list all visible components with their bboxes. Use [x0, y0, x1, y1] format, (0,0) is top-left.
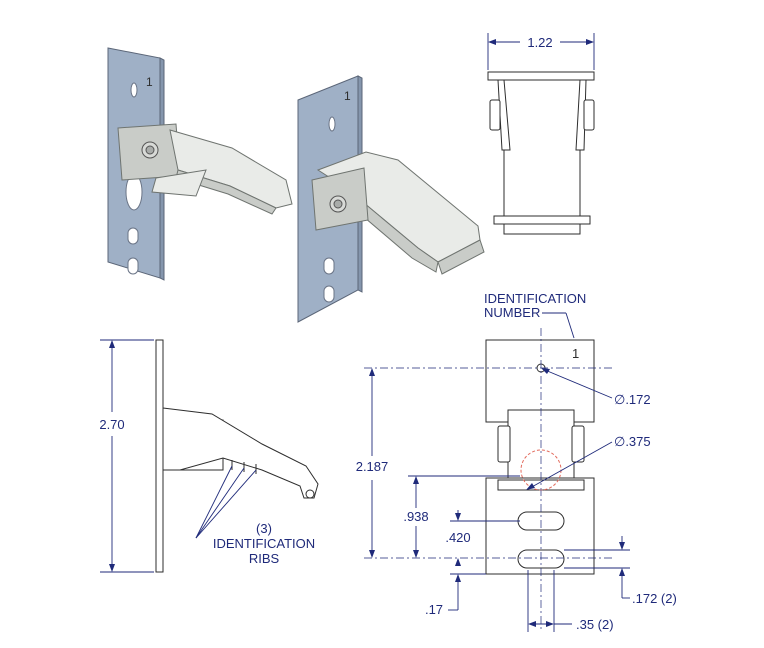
arrowhead	[369, 550, 375, 558]
id-number-label-1: IDENTIFICATION	[484, 291, 586, 306]
top-hinge-left	[497, 79, 511, 151]
top-body	[503, 79, 581, 217]
top-flange	[487, 71, 595, 81]
front-rivet-left	[497, 425, 511, 463]
side-plate	[155, 339, 164, 573]
front-view: IDENTIFICATION NUMBER 1 2.187 .938	[356, 291, 677, 632]
leader-line	[195, 469, 257, 539]
front-rivet-right	[571, 425, 585, 463]
arrowhead	[413, 550, 419, 558]
dim-overall-height: 2.70	[99, 417, 124, 432]
arrowhead	[455, 558, 461, 566]
front-part-mark: 1	[572, 346, 579, 361]
top-hinge-right	[575, 79, 587, 151]
arrowhead	[109, 340, 115, 348]
ribs-label-1: IDENTIFICATION	[213, 536, 315, 551]
arrowhead	[455, 574, 461, 582]
dim-small-hole: ∅.172	[614, 392, 651, 407]
arrowhead	[541, 368, 550, 374]
hinge-rivet-center	[145, 145, 155, 155]
hinge-rivet-center	[333, 199, 343, 209]
latch-arm-end	[437, 239, 485, 275]
latch-arm	[169, 129, 293, 209]
arrowhead	[586, 39, 594, 45]
plate-small-hole	[130, 82, 138, 98]
arrowhead	[488, 39, 496, 45]
dim-slot-height: .172 (2)	[632, 591, 677, 606]
side-arm-tip	[305, 489, 315, 499]
leader-line	[565, 312, 575, 339]
ribs-count: (3)	[256, 521, 272, 536]
arrowhead	[619, 542, 625, 550]
plate-slot-lower	[323, 285, 335, 303]
dim-slot-width: .35 (2)	[576, 617, 614, 632]
arrowhead	[109, 564, 115, 572]
leader-line	[544, 369, 613, 399]
arrowhead	[455, 513, 461, 521]
isometric-view-open: 1	[107, 47, 293, 281]
plate-slot-lower	[127, 257, 139, 275]
arrowhead	[369, 368, 375, 376]
side-view: 2.70 (3) IDENTIFICATION RIBS	[99, 339, 319, 573]
arrowhead	[528, 621, 536, 627]
arrowhead	[546, 621, 554, 627]
leader-line	[195, 467, 245, 539]
arrowhead	[619, 568, 625, 576]
id-number-label-2: NUMBER	[484, 305, 540, 320]
dim-top-width: 1.22	[527, 35, 552, 50]
iso-left-part-mark: 1	[146, 75, 153, 89]
top-roll-edge	[493, 215, 591, 225]
isometric-view-closed: 1	[297, 75, 485, 323]
dim-slot-offset: .938	[403, 509, 428, 524]
dim-hole-spacing: 2.187	[356, 459, 389, 474]
top-view: 1.22	[487, 33, 595, 235]
arrowhead	[526, 483, 535, 490]
dim-large-hole: ∅.375	[614, 434, 651, 449]
dim-slot-pitch: .420	[445, 530, 470, 545]
iso-right-part-mark: 1	[344, 89, 351, 103]
top-rivet-right	[583, 99, 595, 131]
front-upper-plate	[485, 339, 595, 423]
arrowhead	[413, 476, 419, 484]
top-roll	[503, 223, 581, 235]
top-rivet-left	[489, 99, 501, 131]
leader-line	[195, 465, 233, 539]
plate-slot-upper	[127, 227, 139, 245]
latch-tab	[151, 169, 207, 197]
plate-small-hole	[328, 116, 336, 132]
side-latch-arm	[162, 407, 319, 499]
dim-bottom-edge: .17	[425, 602, 443, 617]
ribs-label-2: RIBS	[249, 551, 280, 566]
leader-line	[529, 441, 613, 489]
plate-slot-upper	[323, 257, 335, 275]
